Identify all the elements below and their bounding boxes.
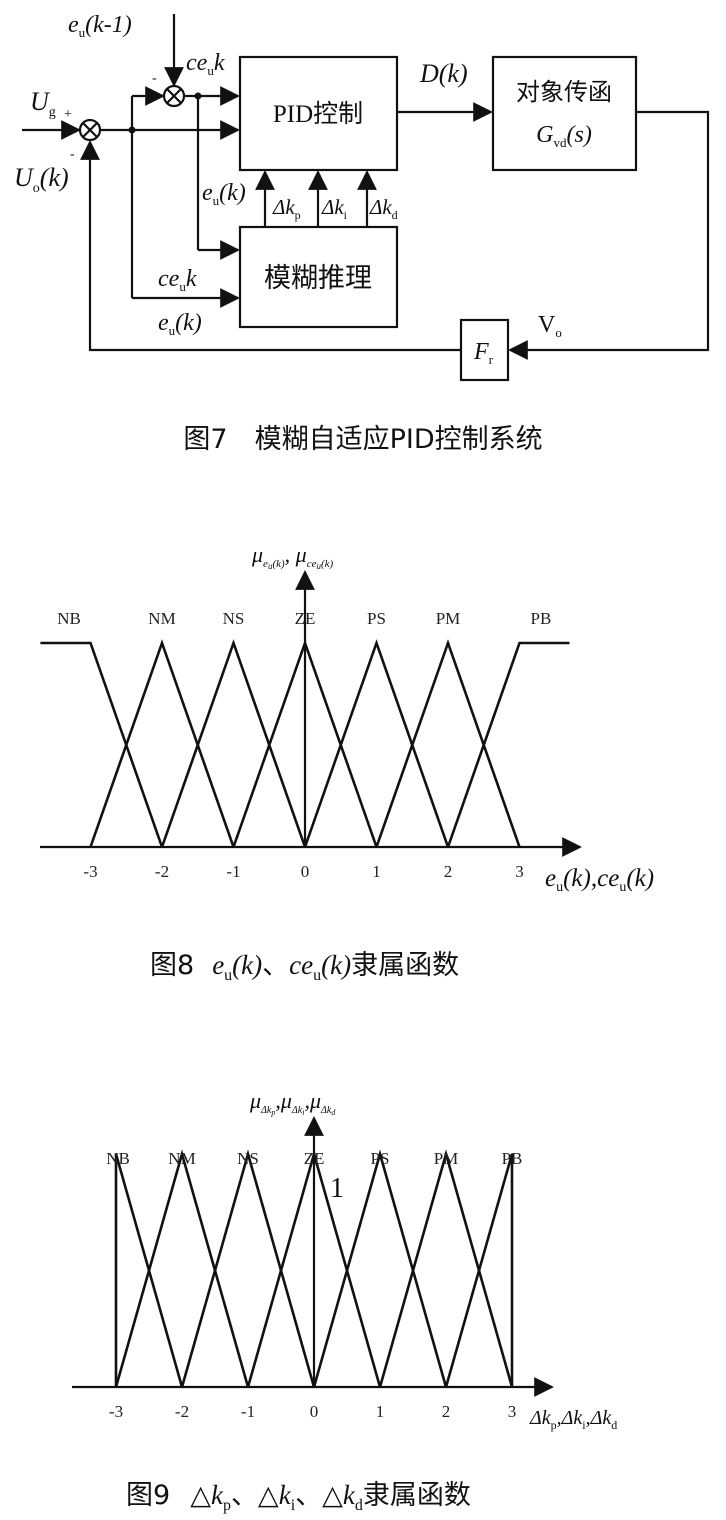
- fig8-mf-nb: [40, 641, 164, 848]
- fig8-set-label-nb: NB: [57, 609, 81, 628]
- fig8-mf-pb: [446, 641, 570, 848]
- summing-junction-2: [162, 84, 186, 108]
- dki-label: Δki: [321, 195, 348, 222]
- fig9-mf-nm: [114, 1149, 250, 1388]
- fig9-set-label-pm: PM: [434, 1149, 459, 1168]
- summing-junction-1: [78, 118, 102, 142]
- fuzzy-block-label: 模糊推理: [264, 263, 372, 293]
- fig9-peak-label: 1: [330, 1173, 344, 1204]
- fig8-mf-pm: [375, 639, 521, 848]
- fig9-mf-pm: [378, 1149, 514, 1388]
- pid-block-label: PID控制: [273, 100, 363, 128]
- fig9-mf-pb: [444, 1153, 514, 1388]
- dkp-label: Δkp: [272, 195, 301, 222]
- fig8-mf-ns: [160, 639, 307, 848]
- fig9-tick-label: -1: [241, 1402, 255, 1421]
- fig9-tick-label: 1: [376, 1402, 385, 1421]
- plant-block-label: 对象传函: [516, 79, 612, 106]
- fig8-set-label-ns: NS: [223, 609, 245, 628]
- dkd-label: Δkd: [369, 195, 398, 222]
- minus-sign-2: -: [152, 71, 157, 86]
- fig8-tick-label: 1: [372, 862, 381, 881]
- fig9-y-label: μΔkp,μΔki,μΔkd: [249, 1088, 336, 1117]
- fig8-y-label: μeu(k), μceu(k): [251, 542, 334, 571]
- fig8-mf-nm: [89, 639, 235, 848]
- fig8-x-label: eu(k),ceu(k): [545, 865, 654, 895]
- fig9-tick-label: 0: [310, 1402, 319, 1421]
- fig9-mf-ps: [312, 1149, 448, 1388]
- fig8-membership-chart: -3 -2 -1 0 1 2 3 NB NM NS ZE PS PM PB μeu(k), μceu(k…: [40, 542, 654, 984]
- feedback-block-label: Fr: [473, 339, 494, 367]
- fig9-x-label: Δkp,Δki,Δkd: [529, 1407, 617, 1432]
- fig9-mf-ze: [246, 1149, 382, 1388]
- fig9-set-label-nm: NM: [168, 1149, 195, 1168]
- fig9-mf-nb: [114, 1153, 184, 1388]
- fig7-caption: 图7 模糊自适应PID控制系统: [183, 424, 542, 455]
- pid-block: [238, 55, 399, 172]
- input-u-label: Ug: [30, 87, 56, 120]
- fig9-tick-label: -3: [109, 1402, 123, 1421]
- fig9-tick-label: 2: [442, 1402, 451, 1421]
- fig9-set-label-pb: PB: [502, 1149, 523, 1168]
- plant-tf-label: Gvd(s): [536, 122, 592, 150]
- fig8-tick-label: -2: [155, 862, 169, 881]
- fig8-tick-label: 3: [515, 862, 524, 881]
- fig8-set-label-nm: NM: [148, 609, 175, 628]
- plant-block: [491, 55, 638, 172]
- fig8-set-label-pm: PM: [436, 609, 461, 628]
- minus-sign-1: -: [70, 147, 75, 162]
- fig9-caption: 图9△kp、△ki、△kd隶属函数: [126, 1480, 471, 1514]
- e-mid-label: eu(k): [202, 180, 246, 208]
- fig8-tick-label: 2: [444, 862, 453, 881]
- fig8-mf-ps: [303, 639, 450, 848]
- fig9-set-label-ze: ZE: [304, 1149, 325, 1168]
- ce-top-label: ceuk: [186, 50, 225, 78]
- fig9-set-label-ps: PS: [371, 1149, 390, 1168]
- fig8-set-label-ze: ZE: [295, 609, 316, 628]
- d-k-label: D(k): [419, 59, 468, 88]
- fig9-set-label-ns: NS: [237, 1149, 259, 1168]
- fig9-set-label-nb: NB: [106, 1149, 130, 1168]
- vo-label: Vo: [538, 312, 562, 340]
- fig9-tick-label: -2: [175, 1402, 189, 1421]
- fig8-tick-label: 0: [301, 862, 310, 881]
- fig8-set-label-pb: PB: [531, 609, 552, 628]
- fig8-mf-ze: [232, 639, 378, 848]
- e-prev-label: eu(k-1): [68, 12, 132, 40]
- plus-sign: +: [64, 107, 72, 122]
- fig8-tick-label: -3: [83, 862, 97, 881]
- e-bottom-label: eu(k): [158, 310, 202, 338]
- fig9-tick-label: 3: [508, 1402, 517, 1421]
- fig7-block-diagram: eu(k-1) - ceuk Ug + - Uo(k) PID控制 对象传函 G…: [14, 12, 710, 455]
- ce-bottom-label: ceuk: [158, 266, 197, 294]
- fig8-tick-label: -1: [226, 862, 240, 881]
- feedback-u-label: Uo(k): [14, 163, 69, 196]
- fig9-membership-chart: -3 -2 -1 0 1 2 3 NB NM NS ZE PS PM PB 1 μΔkp,μΔki,μΔ…: [72, 1088, 617, 1514]
- fig9-mf-ns: [180, 1149, 316, 1388]
- fig8-set-label-ps: PS: [367, 609, 386, 628]
